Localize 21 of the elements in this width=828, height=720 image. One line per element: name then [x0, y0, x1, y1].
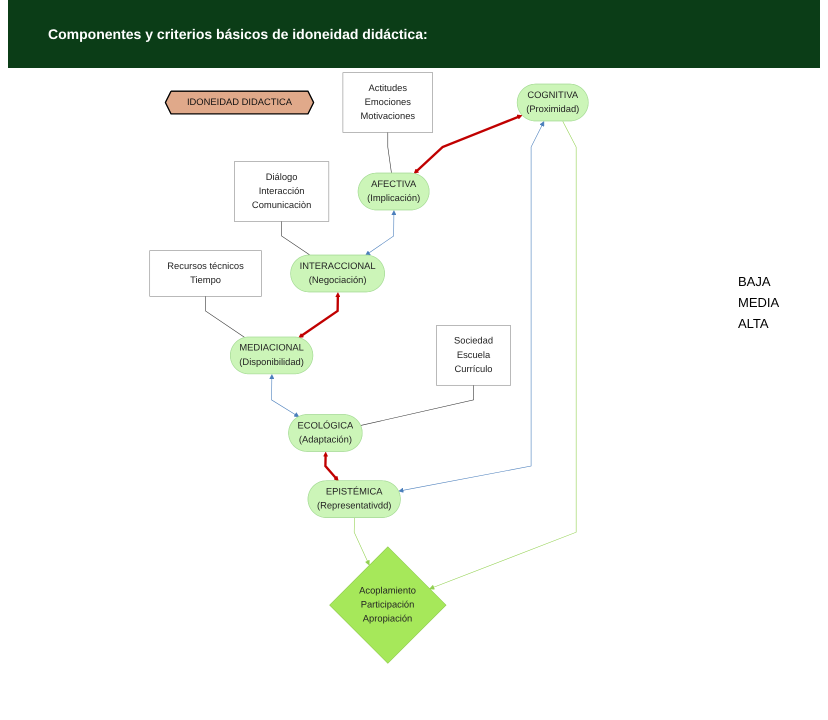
level-label: MEDIA — [738, 295, 780, 310]
node-box: Diálogo Interacción Comunicaciòn — [234, 161, 330, 222]
node-box: Recursos técnicos Tiempo — [149, 250, 262, 297]
node-box: Sociedad Escuela Currículo — [436, 325, 511, 386]
node-diamond: Acoplamiento Participación Apropiación — [329, 546, 446, 664]
arrow — [365, 210, 396, 256]
connector — [360, 385, 474, 426]
page-title: Componentes y criterios básicos de idoneidad didáctica: — [8, 0, 820, 68]
arrow — [398, 121, 544, 493]
arrow — [429, 120, 576, 590]
node-box: Actitudes Emociones Motivaciones — [342, 72, 433, 133]
arrow — [269, 374, 300, 418]
arrow — [323, 452, 339, 482]
arrow — [414, 114, 522, 174]
level-label: ALTA — [738, 316, 770, 331]
connector — [388, 132, 392, 174]
level-label: BAJA — [738, 274, 772, 289]
connector — [281, 221, 311, 256]
arrow — [354, 518, 370, 566]
connector — [205, 296, 246, 338]
arrow — [298, 292, 340, 338]
